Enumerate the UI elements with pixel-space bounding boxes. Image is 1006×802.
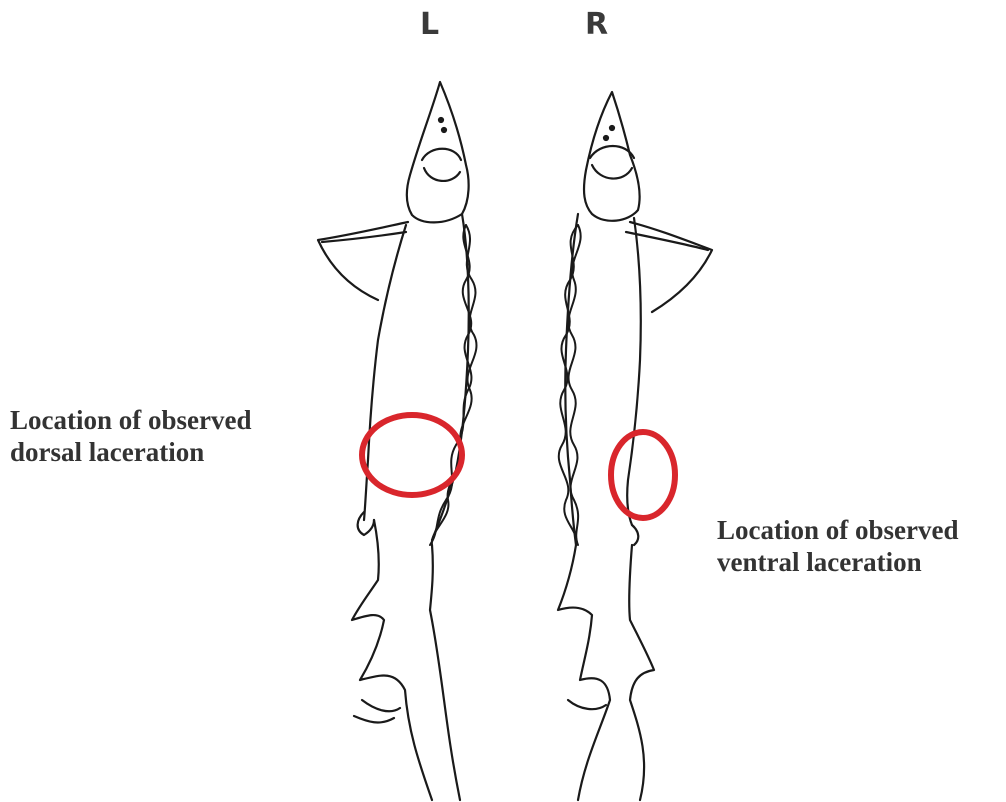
ventral-laceration-note: Location of observed ventral laceration <box>717 514 958 578</box>
left-fish-outline <box>318 82 476 800</box>
dorsal-laceration-note: Location of observed dorsal laceration <box>10 404 251 468</box>
ventral-note-line1: Location of observed <box>717 514 958 546</box>
ventral-laceration-marker <box>611 432 675 518</box>
dorsal-note-line1: Location of observed <box>10 404 251 436</box>
dorsal-laceration-marker <box>362 415 462 495</box>
ventral-note-line2: ventral laceration <box>717 546 958 578</box>
right-fish-outline <box>558 92 712 800</box>
dorsal-note-line2: dorsal laceration <box>10 436 251 468</box>
